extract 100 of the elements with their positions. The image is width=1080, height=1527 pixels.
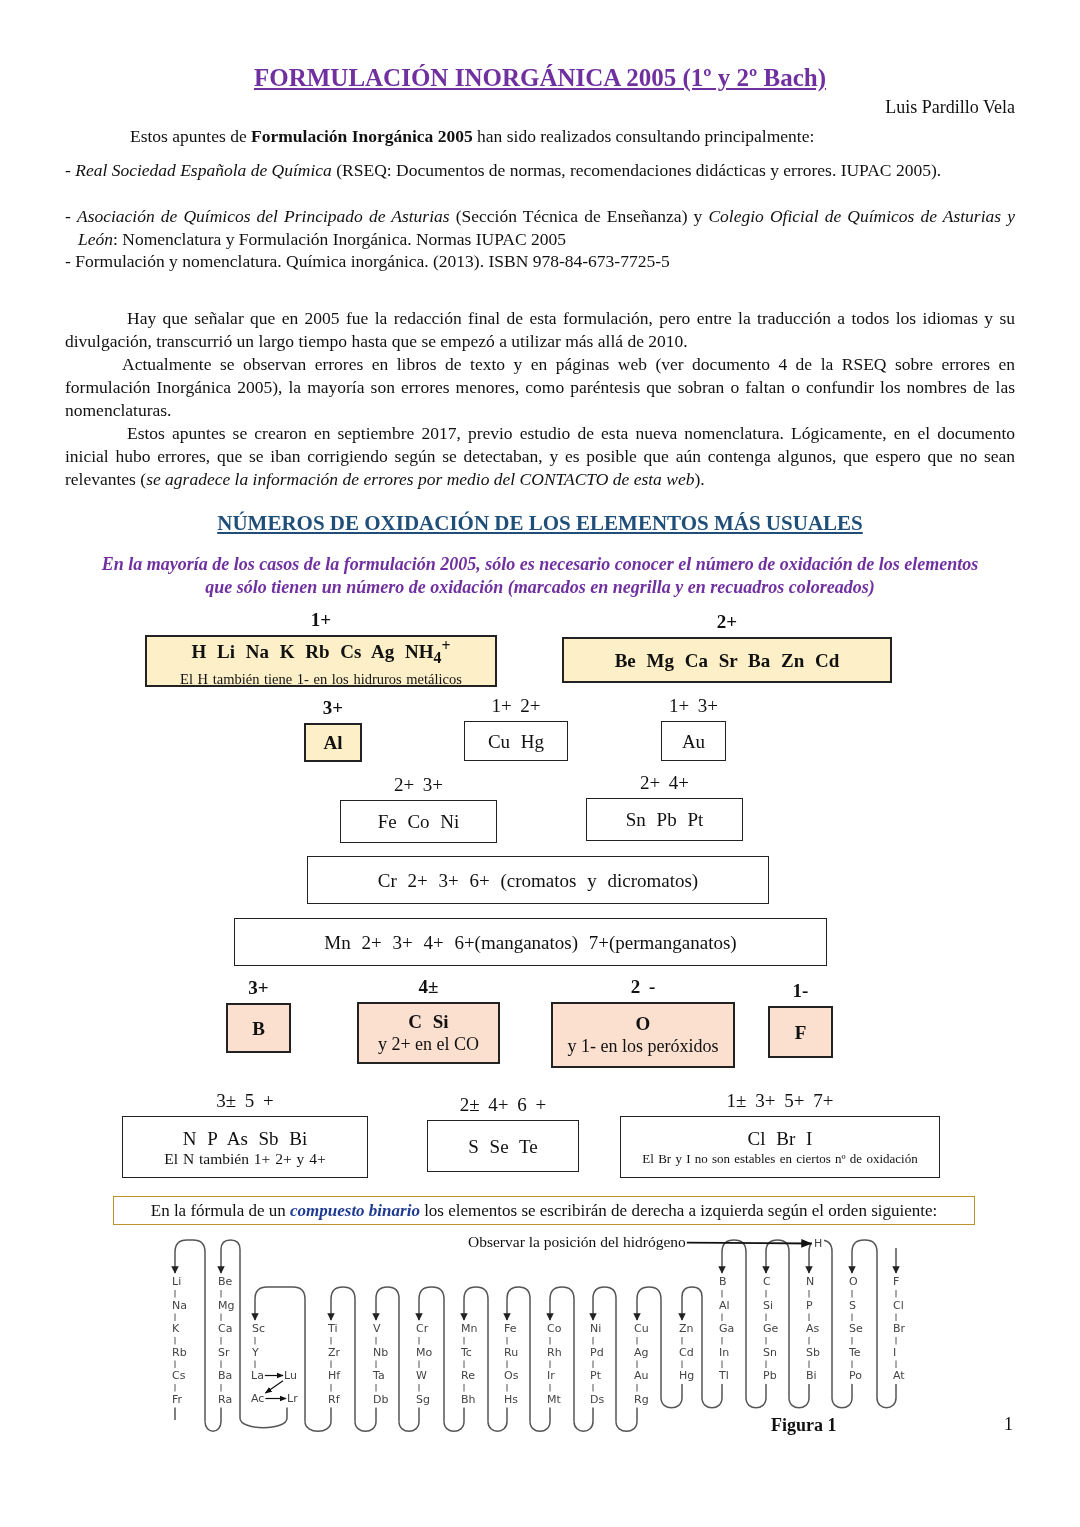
note-text: y 2+ en el CO [377,1033,480,1056]
element-symbols: B [252,1016,265,1040]
element-symbol: Si [763,1298,774,1312]
element-symbol: Bh [461,1392,476,1406]
element-symbols: Al [323,731,343,754]
section-heading: NÚMEROS DE OXIDACIÓN DE LOS ELEMENTOS MÁS USUALES [217,511,863,536]
element-symbol: V [373,1322,381,1335]
element-symbol: N [806,1275,815,1288]
oxidation-box [304,723,362,762]
element-symbol: Cd [679,1345,694,1359]
element-symbol: Pt [590,1369,601,1382]
element-symbol: S [849,1298,856,1312]
element-symbol: Nb [373,1345,389,1359]
element-symbol: Zr [328,1345,341,1359]
arrow [264,1395,287,1402]
element-symbol: Rb [172,1345,187,1359]
paragraph: Estos apuntes se crearon en septiembre 2017, previo estudio de esta nueva nomenclatura. Lógicamente, en el documento inicial hubo errores, que se iban corrigiendo según se detectaban, y es posible que aún contenga algunos, que espero que no sean relevantes (se agradece la información de errores por medio del CONTACTO de esta web). [65,422,1015,491]
oxidation-number: 1+ 2+ [491,695,541,717]
element-symbol: Sr [218,1345,230,1359]
oxidation-box [340,800,497,843]
element-symbol: La [251,1369,264,1382]
oxidation-box [620,1116,940,1178]
element-symbol: Se [849,1322,863,1335]
element-symbol: O [849,1275,858,1288]
oxidation-number: 2+ 3+ [393,774,444,796]
oxidation-number: 1+ [310,609,332,631]
element-symbol: Cu [634,1322,649,1335]
note-text: El Br y I no son estables en ciertos nº de oxidación [642,1149,918,1168]
element-symbol: Ra [218,1392,233,1406]
element-symbol: Rf [328,1392,340,1406]
oxidation-number: 1+ 3+ [668,695,719,717]
element-symbol: Sg [416,1392,430,1406]
reference-item: - Formulación y nomenclatura. Química inorgánica. (2013). ISBN 978-84-673-7725-5 [65,251,670,272]
document-title: FORMULACIÓN INORGÁNICA 2005 (1º y 2º Bach) [253,64,827,92]
oxidation-number: 1± 3+ 5+ 7+ [726,1090,834,1112]
oxidation-box [122,1116,368,1178]
oxidation-number: 1- [792,980,809,1002]
element-symbol: Ge [763,1322,779,1335]
oxidation-box [427,1120,579,1172]
element-symbol: Ag [634,1345,649,1359]
element-symbol: Ti [328,1322,338,1335]
oxidation-number: 3± 5 + [216,1090,274,1112]
oxidation-box [562,637,892,683]
element-symbols: Au [681,729,706,753]
element-symbol: In [719,1345,730,1359]
element-symbols: Cr 2+ 3+ 6+ (cromatos y dicromatos) [377,868,699,892]
oxidation-box [586,798,743,841]
oxidation-box [661,721,726,761]
instruction-text: En la mayoría de los casos de la formulación 2005, sólo es necesario conocer el número de oxidación de los elementos que sólo tienen un número de oxidación (marcados en negrilla y en recuadros coloreados) [100,553,980,599]
intro-sentence: Estos apuntes de Formulación Inorgánica 2005 han sido realizados consultando principalmente: [130,126,815,147]
figure-caption: Figura 1 [771,1415,837,1436]
note-text: El N también 1+ 2+ y 4+ [164,1149,326,1168]
element-symbol: Sc [252,1322,266,1335]
element-symbol: W [416,1369,427,1382]
element-symbol: Be [218,1275,233,1288]
note-text: El H también tiene 1- en los hidruros metálicos [180,669,462,688]
element-symbol: F [893,1275,900,1288]
element-symbol: Ac [251,1392,265,1405]
element-symbol: Hf [328,1369,341,1382]
element-symbol: B [719,1275,727,1288]
oxidation-number: 3+ [248,977,269,999]
element-symbol: I [893,1345,897,1359]
element-symbol: Ba [218,1369,233,1382]
oxidation-number: 2+ [716,611,738,633]
oxidation-box [551,1002,735,1068]
element-symbol: Co [547,1322,562,1335]
oxidation-box [768,1006,833,1058]
element-symbol: Na [172,1298,187,1312]
element-symbol: Sn [763,1345,777,1359]
element-symbol: Ca [218,1322,233,1335]
element-symbols: Cu Hg [487,729,545,753]
element-symbols: Cl Br I [747,1126,813,1150]
element-symbols: F [794,1020,807,1044]
element-symbol: Sb [806,1345,820,1359]
element-symbol: C [763,1275,771,1288]
oxidation-number: 2 - [630,976,656,998]
element-symbol: P [806,1298,813,1312]
element-symbol: Ru [504,1345,519,1359]
element-symbol: Ir [547,1369,555,1382]
element-symbol: Zn [679,1322,694,1335]
element-symbol: Hg [679,1369,695,1382]
oxidation-number: 4± [418,976,439,998]
element-symbol: H [812,1237,825,1250]
element-symbols: Be Mg Ca Sr Ba Zn Cd [614,648,840,672]
element-symbols: Mn 2+ 3+ 4+ 6+(manganatos) 7+(permanganatos) [324,930,737,954]
note-box [113,1196,975,1225]
element-symbol: Mt [547,1392,561,1406]
oxidation-box [226,1003,291,1053]
element-symbol: Rh [547,1345,562,1359]
element-symbol: Te [849,1345,861,1359]
element-symbol: Ds [590,1392,605,1406]
element-symbol: Tc [461,1345,472,1359]
page-number: 1 [1004,1414,1013,1435]
element-symbol: K [172,1322,180,1335]
element-symbol: At [893,1369,905,1382]
element-symbols: N P As Sb Bi [182,1126,308,1150]
arrow [264,1380,284,1394]
element-symbol: Fr [172,1392,183,1406]
oxidation-box [357,1002,500,1064]
element-symbol: Cs [172,1369,186,1382]
